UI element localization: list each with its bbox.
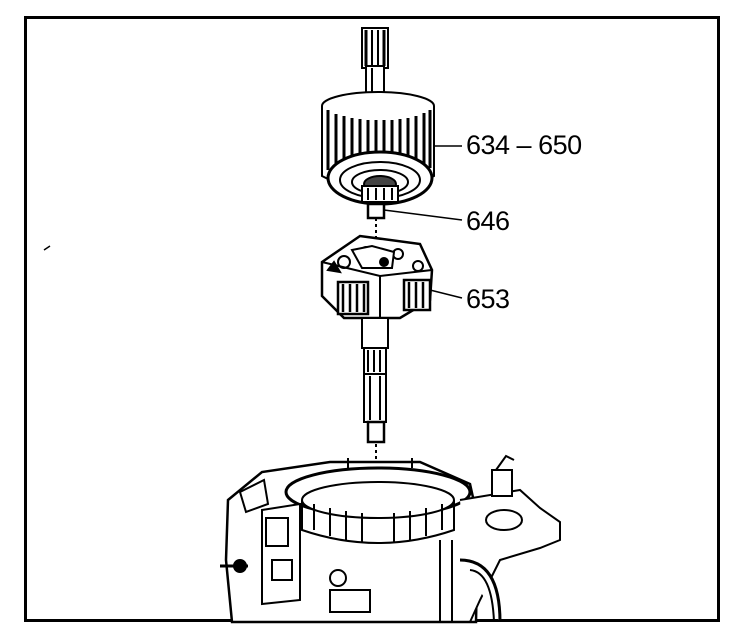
- clutch-drum-assembly: [321, 91, 435, 206]
- input-shaft: [361, 27, 389, 101]
- bushing-part: [366, 202, 386, 240]
- leader-lines: [383, 145, 463, 299]
- callout-carrier: 653: [466, 284, 510, 314]
- output-shaft: [361, 317, 389, 486]
- planetary-carrier: [320, 234, 434, 320]
- transmission-case: [220, 454, 561, 624]
- callout-bushing: 646: [466, 206, 510, 236]
- callout-drum-assembly: 634 – 650: [466, 130, 582, 160]
